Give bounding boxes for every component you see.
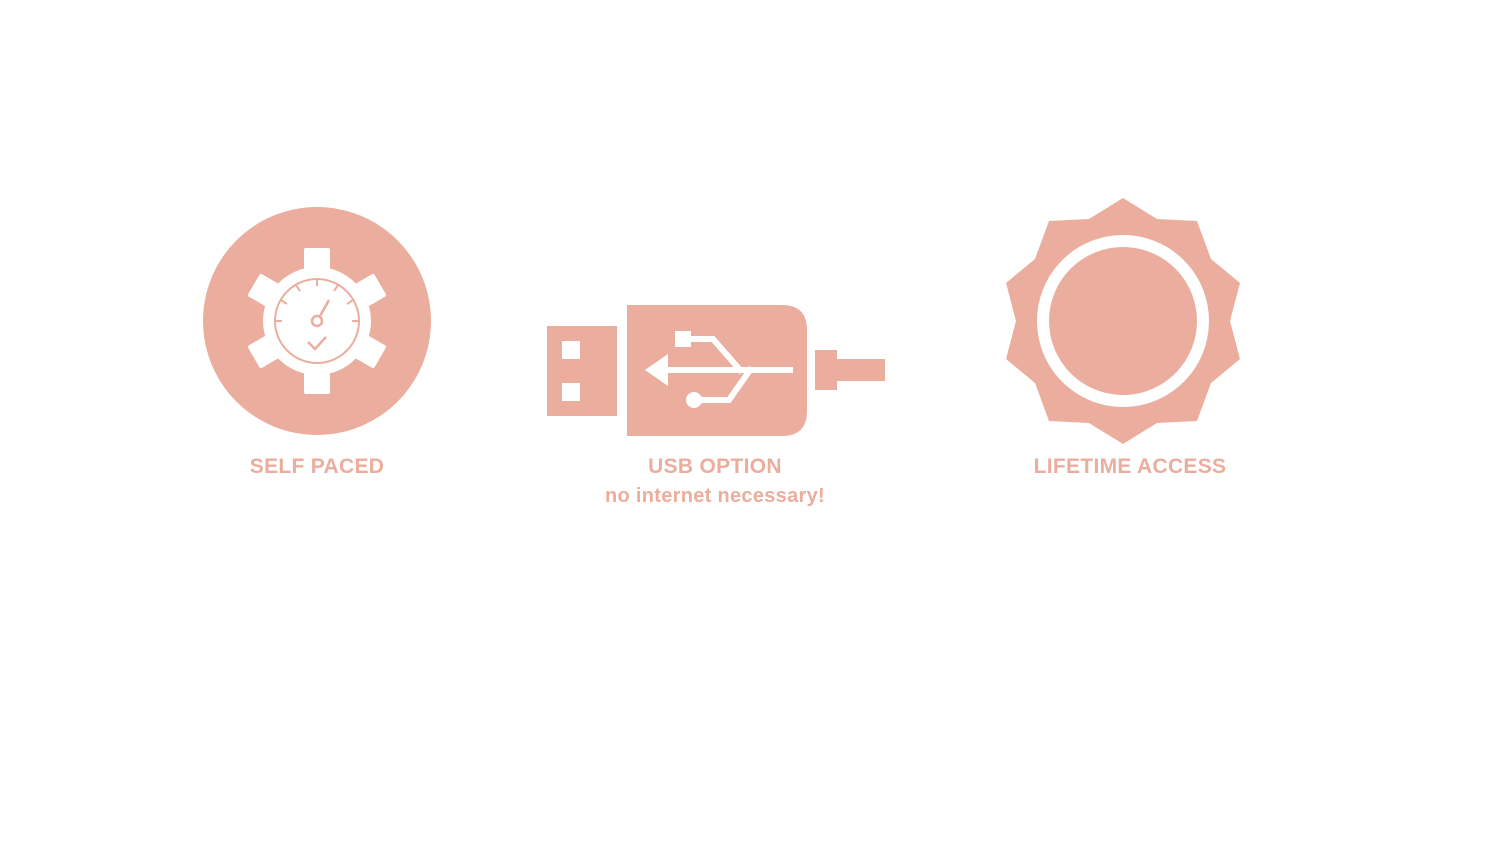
self-paced-label: SELF PACED bbox=[249, 455, 385, 478]
lifetime-access-label: LIFETIME ACCESS bbox=[1033, 455, 1227, 478]
usb-option-sublabel: no internet necessary! bbox=[604, 485, 825, 507]
feature-usb-option: USB OPTION no internet necessary! bbox=[540, 200, 890, 520]
feature-self-paced: SELF PACED bbox=[200, 200, 434, 490]
usb-option-label: USB OPTION bbox=[648, 455, 782, 478]
usb-drive-icon bbox=[547, 305, 885, 436]
feature-lifetime-access: LIFETIME ACCESS bbox=[1000, 190, 1260, 490]
gear-speedometer-icon bbox=[203, 207, 431, 435]
badge-seal-icon bbox=[1006, 198, 1240, 444]
